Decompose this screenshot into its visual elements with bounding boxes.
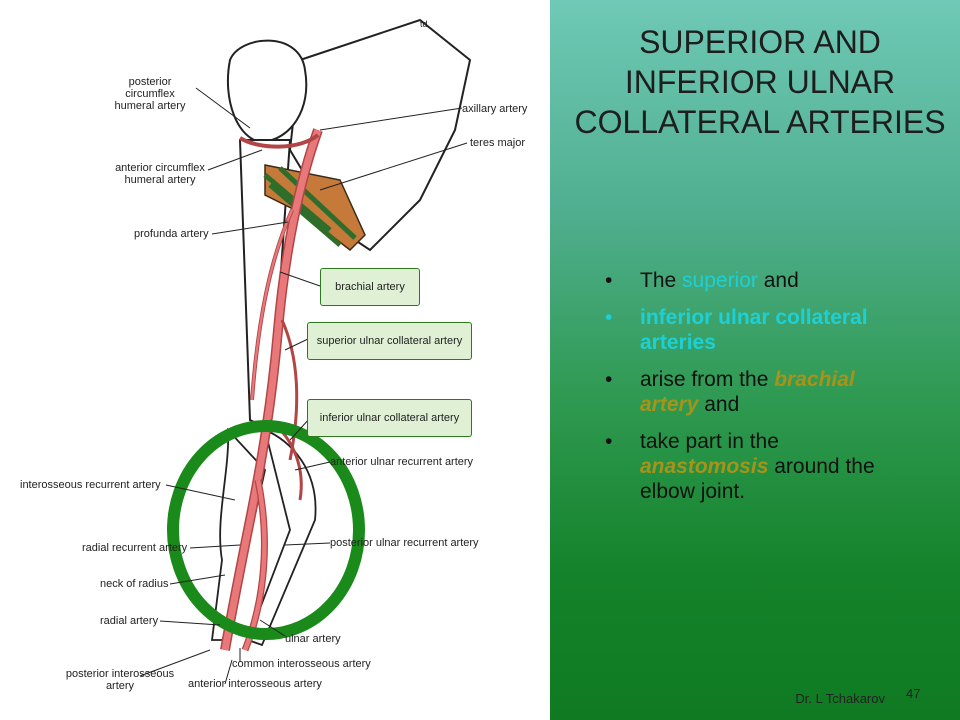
label-ulnar-artery: ulnar artery [285, 633, 341, 645]
label-profunda-artery: profunda artery [134, 228, 209, 240]
bullet-icon: • [605, 430, 613, 453]
bullet-emphasis: brachial artery [640, 368, 855, 416]
bullet-text: take part in the [640, 430, 779, 453]
label-superior-ulnar-collateral: superior ulnar collateral artery [307, 322, 472, 360]
teres-major-muscle [264, 164, 366, 251]
label-anterior-circumflex-humeral: anterior circumflex humeral artery [115, 162, 205, 186]
bullet-item: • The superior and [605, 268, 885, 293]
bullet-text: arise from the [640, 368, 775, 391]
label-posterior-ulnar-recurrent: posterior ulnar recurrent artery [330, 537, 479, 549]
label-posterior-interosseous: posterior interosseous artery [65, 668, 175, 692]
leader-lines [139, 87, 468, 685]
bullet-highlight: superior [682, 269, 758, 292]
label-brachial-artery: brachial artery [320, 268, 420, 306]
bullet-icon: • [605, 306, 613, 329]
anatomy-figure: td posterior circumflex humeral artery a… [20, 18, 528, 692]
bullet-text: and [757, 269, 799, 292]
author: Dr. L Tchakarov [795, 691, 885, 706]
bullet-emphasis: anastomosis [640, 455, 769, 478]
bullet-text: The [640, 269, 683, 292]
highlight-ring [167, 420, 365, 640]
corner-mark: td [420, 19, 428, 29]
label-axillary-artery: axillary artery [462, 103, 528, 115]
label-radial-recurrent: radial recurrent artery [82, 542, 188, 554]
bullet-highlight: inferior ulnar collateral arteries [640, 306, 868, 354]
label-posterior-circumflex-humeral: posterior circumflex humeral artery [114, 76, 186, 112]
bullet-icon: • [605, 368, 613, 391]
bullet-icon: • [605, 269, 613, 292]
label-radial-artery: radial artery [100, 615, 159, 627]
page-number: 47 [906, 686, 921, 701]
label-interosseous-recurrent: interosseous recurrent artery [20, 479, 161, 491]
label-anterior-ulnar-recurrent: anterior ulnar recurrent artery [330, 456, 474, 468]
bullet-item: • inferior ulnar collateral arteries [605, 305, 885, 355]
text-panel: SUPERIOR AND INFERIOR ULNAR COLLATERAL A… [550, 0, 960, 720]
slide-title: SUPERIOR AND INFERIOR ULNAR COLLATERAL A… [574, 24, 946, 140]
bullet-item: • take part in the anastomosis around the… [605, 429, 885, 504]
bullet-list: • The superior and • inferior ulnar collat… [605, 268, 885, 516]
label-neck-of-radius: neck of radius [100, 578, 169, 590]
bullet-item: • arise from the brachial artery and [605, 367, 885, 417]
label-teres-major: teres major [470, 137, 526, 149]
arm-artery-illustration [139, 18, 472, 685]
bullet-text: around the elbow joint. [640, 455, 875, 503]
label-anterior-interosseous: anterior interosseous artery [188, 678, 322, 690]
ulna-bone [246, 428, 317, 647]
bullet-text: and [698, 393, 740, 416]
label-inferior-ulnar-collateral: inferior ulnar collateral artery [307, 399, 472, 437]
label-common-interosseous: common interosseous artery [232, 658, 371, 670]
